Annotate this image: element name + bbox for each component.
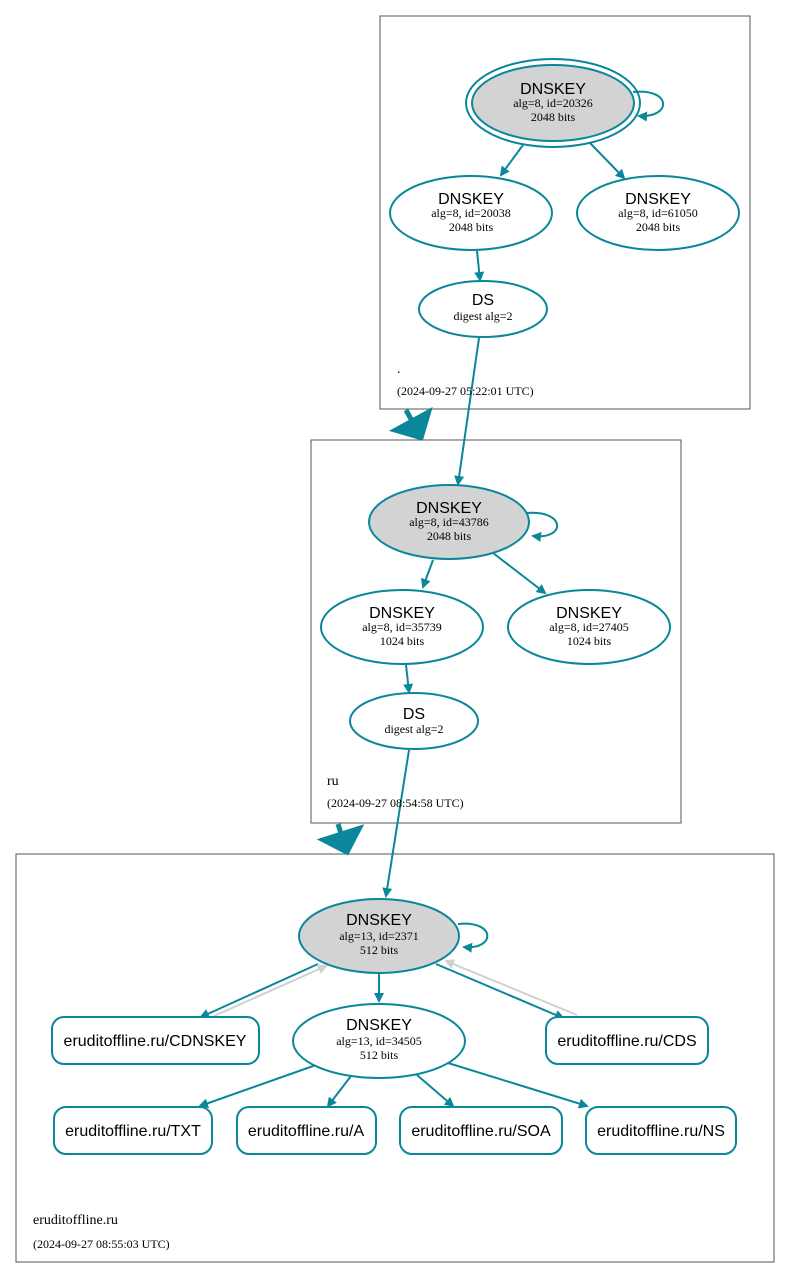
record-label: eruditoffline.ru/NS	[597, 1123, 725, 1140]
edge-dom-zsk-a	[326, 1075, 352, 1108]
edge-ru-ksk-zsk2	[492, 552, 547, 595]
edge-root-ksk-self	[632, 90, 664, 122]
zone-ru-name: ru	[327, 774, 339, 789]
node-title: DNSKEY	[625, 191, 691, 208]
node-title: DNSKEY	[438, 191, 504, 208]
edge-dom-zsk-ns	[447, 1062, 589, 1109]
node-alg-id: alg=8, id=27405	[549, 620, 629, 634]
ru-zsk1-node[interactable]: DNSKEY alg=8, id=35739 1024 bits	[320, 589, 484, 665]
node-bits: 512 bits	[360, 1048, 399, 1062]
dom-ksk-node[interactable]: DNSKEY alg=13, id=2371 512 bits	[298, 898, 460, 974]
node-bits: 512 bits	[360, 943, 399, 957]
node-bits: 1024 bits	[380, 634, 425, 648]
edge-ru-ds-dom-ksk	[382, 749, 410, 898]
node-digest: digest alg=2	[384, 722, 443, 736]
ru-zsk2-node[interactable]: DNSKEY alg=8, id=27405 1024 bits	[507, 589, 671, 665]
record-label: eruditoffline.ru/TXT	[65, 1123, 201, 1140]
edge-root-ds-ru-ksk	[454, 337, 480, 486]
node-title: DNSKEY	[346, 912, 412, 929]
edge-dom-ksk-cds	[435, 963, 565, 1020]
zone-root-timestamp: (2024-09-27 05:22:01 UTC)	[397, 384, 534, 398]
node-bits: 2048 bits	[449, 220, 494, 234]
root-zsk2-node[interactable]: DNSKEY alg=8, id=61050 2048 bits	[576, 175, 740, 251]
record-label: eruditoffline.ru/A	[248, 1123, 365, 1140]
edge-root-zsk1-ds	[474, 250, 485, 282]
zone-ru-timestamp: (2024-09-27 08:54:58 UTC)	[327, 796, 464, 810]
edge-dom-zsk-txt	[198, 1064, 317, 1109]
edge-cds-dom-ksk	[444, 959, 578, 1016]
node-title: DS	[403, 706, 425, 723]
node-alg-id: alg=8, id=61050	[618, 206, 698, 220]
record-label: eruditoffline.ru/CDS	[557, 1033, 696, 1050]
record-label: eruditoffline.ru/CDNSKEY	[64, 1033, 247, 1050]
edge-dom-zsk-soa	[416, 1074, 455, 1108]
node-alg-id: alg=8, id=35739	[362, 620, 442, 634]
node-title: DNSKEY	[369, 605, 435, 622]
edge-dom-ksk-cdnskey	[199, 963, 319, 1019]
node-bits: 2048 bits	[531, 110, 576, 124]
edge-dom-ksk-self	[457, 922, 489, 953]
zone-root-name: .	[397, 362, 401, 377]
root-ds-node[interactable]: DS digest alg=2	[418, 280, 548, 338]
edge-root-ksk-zsk2	[589, 142, 626, 180]
node-title: DNSKEY	[556, 605, 622, 622]
zone-root-box	[379, 15, 751, 410]
zone-ru-box	[310, 439, 682, 824]
node-alg-id: alg=13, id=34505	[336, 1034, 422, 1048]
node-bits: 1024 bits	[567, 634, 612, 648]
node-title: DNSKEY	[346, 1017, 412, 1034]
record-a[interactable]: eruditoffline.ru/A	[236, 1106, 377, 1155]
ru-ksk-node[interactable]: DNSKEY alg=8, id=43786 2048 bits	[368, 484, 530, 560]
edge-ru-ksk-zsk1	[421, 559, 434, 589]
ru-ds-node[interactable]: DS digest alg=2	[349, 692, 479, 750]
node-alg-id: alg=13, id=2371	[339, 929, 419, 943]
root-ksk-node[interactable]: DNSKEY alg=8, id=20326 2048 bits	[465, 58, 641, 148]
delegation-arrow-ru-domain	[316, 823, 365, 856]
node-bits: 2048 bits	[427, 529, 472, 543]
node-title: DNSKEY	[520, 81, 586, 98]
node-alg-id: alg=8, id=43786	[409, 515, 489, 529]
dom-zsk-node[interactable]: DNSKEY alg=13, id=34505 512 bits	[292, 1003, 466, 1079]
edge-ru-ksk-self	[526, 511, 558, 542]
node-alg-id: alg=8, id=20038	[431, 206, 511, 220]
edge-cdnskey-dom-ksk	[213, 964, 328, 1017]
record-cds[interactable]: eruditoffline.ru/CDS	[545, 1016, 709, 1065]
node-title: DS	[472, 292, 494, 309]
record-cdnskey[interactable]: eruditoffline.ru/CDNSKEY	[51, 1016, 260, 1065]
node-alg-id: alg=8, id=20326	[513, 96, 593, 110]
record-ns[interactable]: eruditoffline.ru/NS	[585, 1106, 737, 1155]
node-bits: 2048 bits	[636, 220, 681, 234]
zone-domain-box	[15, 853, 775, 1263]
edge-ru-zsk1-ds	[403, 664, 414, 694]
zone-domain-name: eruditoffline.ru	[33, 1213, 118, 1228]
record-txt[interactable]: eruditoffline.ru/TXT	[53, 1106, 213, 1155]
record-soa[interactable]: eruditoffline.ru/SOA	[399, 1106, 563, 1155]
root-zsk1-node[interactable]: DNSKEY alg=8, id=20038 2048 bits	[389, 175, 553, 251]
record-label: eruditoffline.ru/SOA	[411, 1123, 551, 1140]
delegation-arrow-root-ru	[388, 406, 433, 441]
edge-root-ksk-zsk1	[499, 144, 524, 177]
node-digest: digest alg=2	[453, 309, 512, 323]
zone-domain-timestamp: (2024-09-27 08:55:03 UTC)	[33, 1237, 170, 1251]
node-title: DNSKEY	[416, 500, 482, 517]
